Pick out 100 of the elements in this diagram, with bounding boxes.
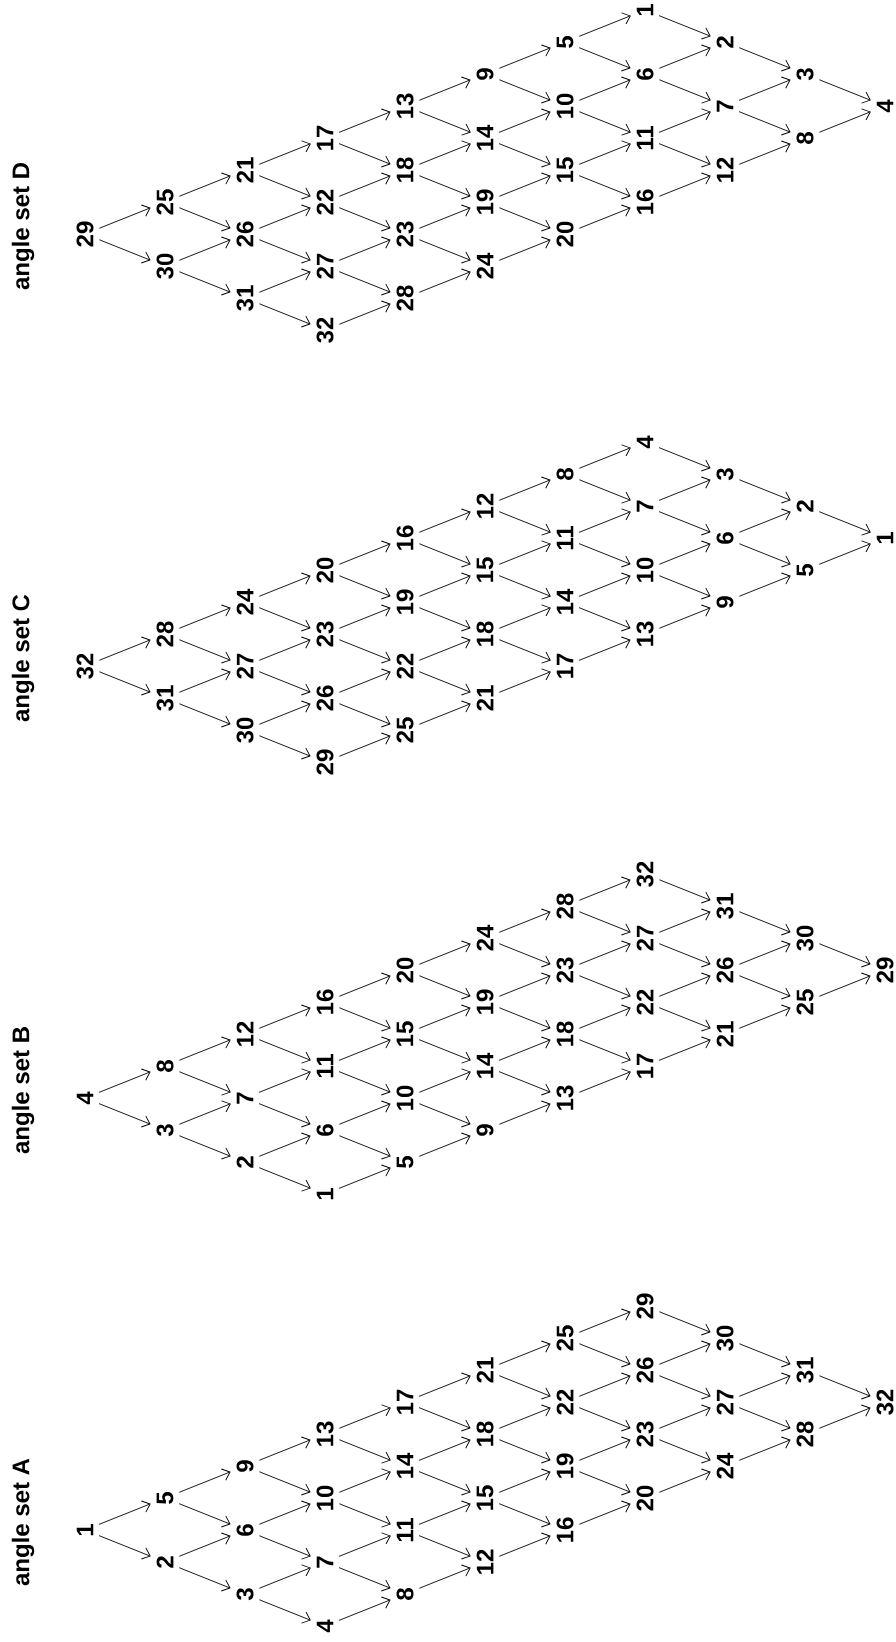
arrow — [738, 508, 791, 533]
number-label: 31 — [236, 285, 254, 311]
arrow — [658, 943, 711, 968]
arrow — [338, 604, 391, 629]
arrow — [338, 668, 391, 693]
arrow — [178, 1036, 231, 1061]
number-label: 30 — [236, 717, 254, 743]
number-label: 24 — [476, 924, 494, 951]
arrow — [258, 1599, 311, 1624]
arrow — [498, 1439, 551, 1464]
number-label: 29 — [76, 221, 94, 247]
arrow — [818, 511, 871, 536]
arrow — [178, 1135, 231, 1160]
arrow — [418, 607, 471, 632]
arrow — [578, 1372, 631, 1397]
number-label: 16 — [636, 189, 654, 214]
arrow — [338, 1100, 391, 1125]
arrow — [178, 207, 231, 232]
arrow — [418, 1436, 471, 1461]
number-label: 28 — [796, 1421, 814, 1447]
number-label: 27 — [316, 253, 334, 279]
arrow — [498, 1036, 551, 1061]
arrow — [578, 1471, 631, 1496]
arrow — [338, 1503, 391, 1528]
arrow — [258, 607, 311, 632]
arrow — [818, 1375, 871, 1400]
number-label: 28 — [556, 893, 574, 919]
arrow — [418, 1407, 471, 1432]
number-label: 13 — [636, 621, 654, 646]
arrow — [258, 671, 311, 696]
arrow — [498, 143, 551, 168]
arrow — [258, 1132, 311, 1157]
arrow — [578, 175, 631, 200]
arrow — [738, 47, 791, 72]
arrow — [578, 47, 631, 72]
number-label: 26 — [636, 1357, 654, 1383]
number-label: 18 — [556, 1021, 574, 1046]
arrow — [578, 607, 631, 632]
number-label: 5 — [556, 36, 574, 48]
number-label: 32 — [876, 1389, 894, 1415]
number-label: 14 — [556, 588, 574, 614]
arrow — [578, 1343, 631, 1368]
number-label: 15 — [476, 1485, 494, 1510]
number-label: 1 — [316, 1188, 334, 1200]
arrow — [338, 972, 391, 997]
arrow — [338, 1596, 391, 1621]
number-label: 19 — [476, 989, 494, 1014]
number-label: 25 — [556, 1325, 574, 1351]
arrow — [578, 543, 631, 568]
arrow — [498, 476, 551, 501]
number-label: 17 — [636, 1053, 654, 1078]
number-label: 31 — [716, 893, 734, 919]
arrow — [578, 76, 631, 101]
arrow — [338, 1404, 391, 1429]
arrow — [738, 975, 791, 1000]
arrow — [658, 172, 711, 197]
number-label: 22 — [636, 989, 654, 1015]
arrow — [258, 268, 311, 293]
arrow — [658, 908, 711, 933]
arrow — [578, 1407, 631, 1432]
arrow — [498, 943, 551, 968]
arrow — [738, 572, 791, 597]
arrow — [578, 636, 631, 661]
arrow — [578, 1308, 631, 1333]
arrow — [178, 604, 231, 629]
number-label: 23 — [636, 1421, 654, 1447]
arrow — [338, 575, 391, 600]
number-label: 28 — [156, 621, 174, 647]
arrow — [578, 111, 631, 136]
arrow — [498, 604, 551, 629]
number-label: 1 — [636, 4, 654, 16]
number-label: 2 — [796, 500, 814, 512]
number-label: 32 — [76, 653, 94, 679]
number-label: 12 — [236, 1021, 254, 1046]
panel-title: angle set C — [11, 594, 35, 722]
number-label: 6 — [716, 532, 734, 544]
number-label: 10 — [396, 1085, 414, 1110]
number-label: 14 — [476, 1052, 494, 1078]
arrow — [98, 1103, 151, 1128]
arrow — [418, 508, 471, 533]
arrow — [658, 972, 711, 997]
arrow — [498, 44, 551, 69]
number-label: 4 — [636, 435, 654, 449]
arrow — [258, 1535, 311, 1560]
arrow — [418, 1132, 471, 1157]
number-label: 18 — [476, 1421, 494, 1446]
number-label: 5 — [396, 1156, 414, 1168]
arrow — [738, 76, 791, 101]
arrow — [418, 268, 471, 293]
arrow — [338, 540, 391, 565]
arrow — [418, 700, 471, 725]
arrow — [818, 79, 871, 104]
arrow — [98, 1068, 151, 1093]
number-label: 28 — [396, 285, 414, 311]
arrow — [498, 540, 551, 565]
arrow — [818, 540, 871, 565]
arrow — [578, 1039, 631, 1064]
number-label: 32 — [316, 317, 334, 343]
arrow — [498, 972, 551, 997]
number-label: 7 — [716, 100, 734, 112]
